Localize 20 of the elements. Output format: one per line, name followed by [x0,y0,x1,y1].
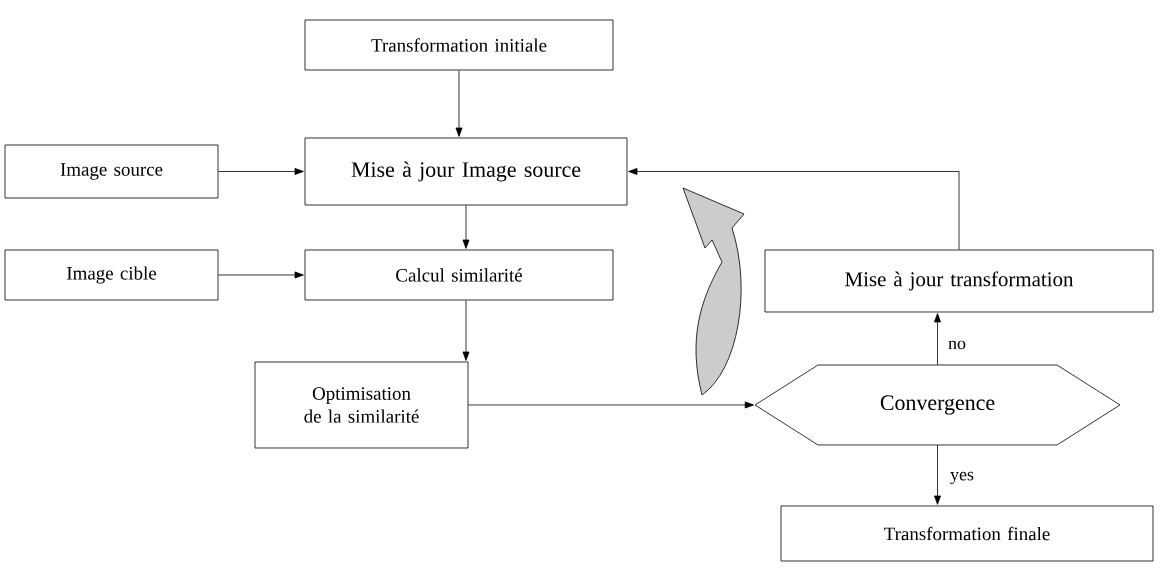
process-box: Image cible [4,249,219,301]
arrow [934,444,941,505]
arrow [462,205,470,249]
edge-label: yes [949,470,975,486]
arrow [468,401,754,409]
arrow [628,168,960,250]
process-box: Optimisation de la similarité [254,361,469,449]
decision-hexagon: Convergence [754,364,1121,446]
edge-label: no [947,339,967,351]
process-box: Mise à jour Image source [304,137,628,206]
process-box: Transformation finale [780,505,1154,562]
arrow [218,168,304,175]
arrow [462,300,470,361]
arrow [218,271,304,279]
process-box: Mise à jour transformation [764,249,1154,313]
arrow [455,70,463,137]
process-box: Calcul similarité [304,249,614,301]
arrow [934,313,941,366]
process-box: Transformation initiale [304,19,614,71]
process-box: Image source [4,144,219,199]
